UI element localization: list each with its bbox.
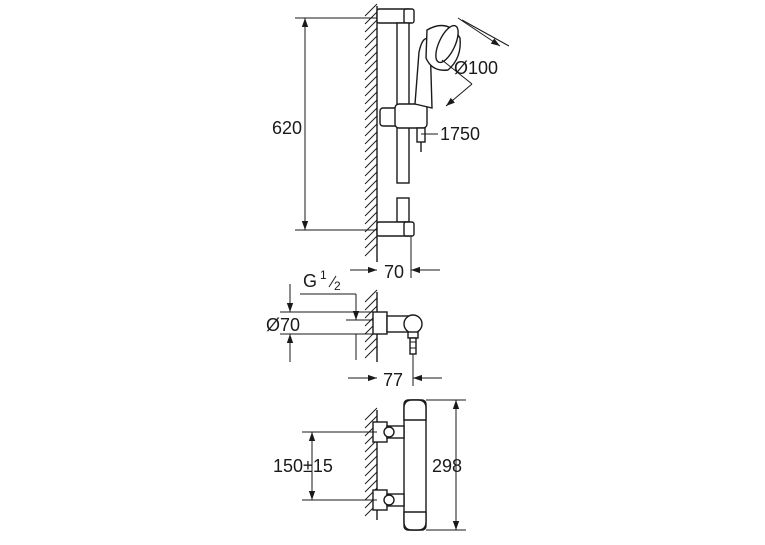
- wall-hatch-line: [364, 195, 378, 209]
- wall-hatch-line: [364, 147, 378, 161]
- wall-hatch-line: [364, 297, 378, 311]
- wall-hatch-line: [364, 179, 378, 193]
- dim-body-height: 298: [426, 399, 466, 531]
- label-thread-den: 2: [334, 279, 341, 293]
- wall-hatch-line: [364, 407, 378, 421]
- wall-hatch-line: [364, 51, 378, 65]
- wall-hatch-line: [364, 155, 378, 169]
- label-escutcheon-diameter: Ø70: [266, 315, 300, 335]
- wall-hatch-line: [364, 203, 378, 217]
- dim-rail-projection: 70: [350, 236, 440, 282]
- label-rail-projection: 70: [384, 262, 404, 282]
- wall-hatch-line: [364, 131, 378, 145]
- wall-hatch-line: [364, 187, 378, 201]
- valve-knob: [403, 314, 423, 334]
- valve-front-view: [372, 399, 427, 531]
- label-hose-length: 1750: [440, 124, 480, 144]
- dim-thread: G 1 2: [300, 268, 373, 321]
- wall-hatch-line: [364, 171, 378, 185]
- label-thread-main: G: [303, 271, 317, 291]
- wall-hatch-line: [364, 91, 378, 105]
- wall-hatch-line: [364, 19, 378, 33]
- wall-hatch-line: [364, 243, 378, 257]
- wall-hatch-line: [364, 83, 378, 97]
- dim-escutcheon-diameter: Ø70: [266, 284, 373, 362]
- wall-hatch-line: [364, 211, 378, 225]
- wall-hatch-line: [364, 59, 378, 73]
- wall-hatch-line: [364, 99, 378, 113]
- wall-hatch-line: [364, 75, 378, 89]
- escutcheon: [372, 311, 388, 335]
- wall-hatch-line: [364, 345, 378, 359]
- wall-hatch-line: [364, 337, 378, 351]
- label-inlet-distance: 150±15: [273, 456, 333, 476]
- label-rail-height: 620: [272, 118, 302, 138]
- wall-hatch-line: [364, 471, 378, 485]
- wall-hatch-line: [364, 139, 378, 153]
- wall-hatch-line: [364, 415, 378, 429]
- wall-hatch-line: [364, 455, 378, 469]
- wall-hatch-line: [364, 235, 378, 249]
- label-hand-shower-diameter: Ø100: [454, 58, 498, 78]
- wall-hatch-line: [364, 43, 378, 57]
- wall-hatch-line: [364, 289, 378, 303]
- wall-hatch-line: [364, 3, 378, 17]
- dim-hose-length: 1750: [421, 124, 480, 144]
- wall-hatch-line: [364, 115, 378, 129]
- wall-hatch-line: [364, 27, 378, 41]
- shower-rail: [396, 22, 410, 184]
- wall-hatch-line: [364, 479, 378, 493]
- wall-hatch-line: [364, 447, 378, 461]
- dim-hand-shower-diameter: Ø100: [441, 17, 510, 107]
- dim-valve-projection: 77: [348, 354, 442, 390]
- valve-side-view: [372, 311, 423, 355]
- dim-inlet-distance: 150±15: [273, 431, 377, 501]
- label-body-height: 298: [432, 456, 462, 476]
- wall-hatch-line: [364, 163, 378, 177]
- label-thread-num: 1: [320, 268, 327, 282]
- wall-hatch-line: [364, 107, 378, 121]
- dim-rail-height: 620: [272, 17, 377, 231]
- label-valve-projection: 77: [383, 370, 403, 390]
- wall-top: [364, 3, 378, 262]
- wall-hatch-line: [364, 35, 378, 49]
- wall-hatch-line: [364, 67, 378, 81]
- wall-hatch-line: [364, 463, 378, 477]
- wall-hatch-line: [364, 123, 378, 137]
- shower-rail-assembly: [376, 8, 461, 237]
